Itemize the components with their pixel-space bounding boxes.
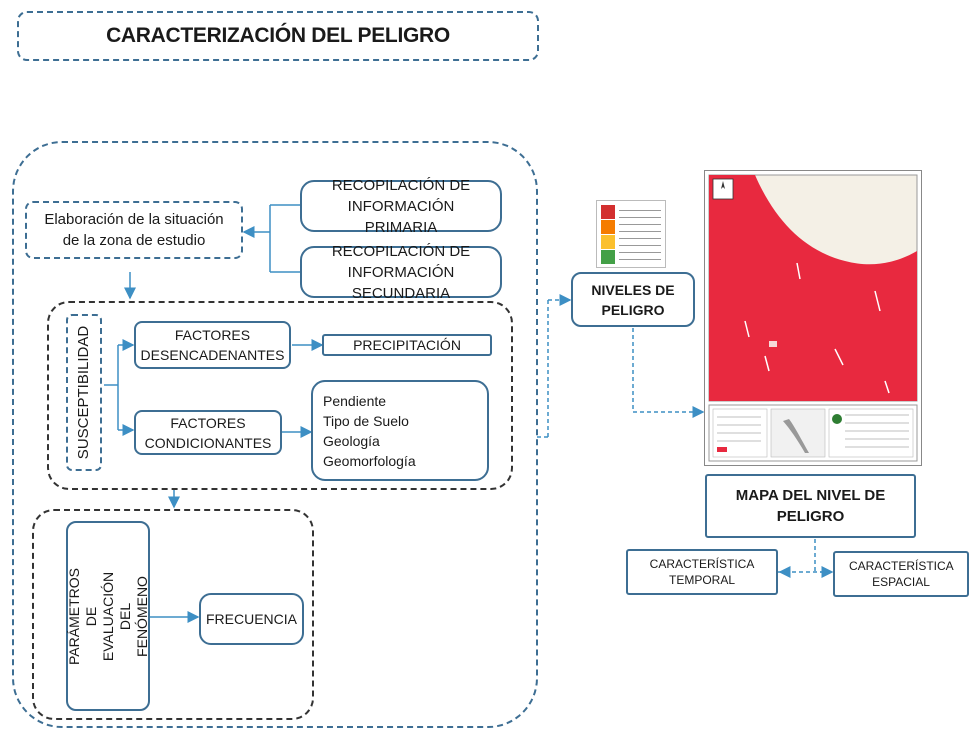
hazard-map-image [704, 170, 922, 466]
factores-desencadenantes-box: FACTORES DESENCADENANTES [134, 321, 291, 369]
susceptibilidad-text: SUSCEPTIBILIDAD [75, 325, 93, 460]
hazard-map-drawing [708, 174, 918, 462]
precipitacion-box: PRECIPITACIÓN [322, 334, 492, 356]
condicionante-geologia: Geología [323, 432, 380, 449]
parametros-evaluacion-box: PARÁMETROS DE EVALUACIÓN DEL FENÓMENO [66, 521, 150, 711]
parametros-region [32, 509, 314, 720]
condicionante-pendiente: Pendiente [323, 392, 387, 409]
caracteristica-espacial-box: CARACTERÍSTICA ESPACIAL [833, 551, 969, 597]
susceptibilidad-label: SUSCEPTIBILIDAD [66, 314, 102, 471]
condicionante-tipo-suelo: Tipo de Suelo [323, 412, 409, 429]
main-process-region [12, 141, 538, 728]
diagram-title: CARACTERIZACIÓN DEL PELIGRO [17, 11, 539, 61]
condicionantes-list-box: Pendiente Tipo de Suelo Geología Geomorf… [311, 380, 489, 481]
susceptibilidad-region [47, 301, 513, 490]
recopilacion-primaria-box: RECOPILACIÓN DE INFORMACIÓN PRIMARIA [300, 177, 502, 236]
frecuencia-box: FRECUENCIA [199, 593, 304, 645]
recopilacion-secundaria-box: RECOPILACIÓN DE INFORMACIÓN SECUNDARIA [300, 243, 502, 302]
elaboracion-situacion-box: Elaboración de la situación de la zona d… [25, 201, 243, 259]
mapa-nivel-peligro-box: MAPA DEL NIVEL DE PELIGRO [705, 474, 916, 538]
niveles-legend-thumbnail [596, 200, 666, 268]
parametros-text: PARÁMETROS DE EVALUACIÓN DEL FENÓMENO [65, 567, 150, 665]
factores-condicionantes-box: FACTORES CONDICIONANTES [134, 410, 282, 455]
condicionante-geomorfologia: Geomorfología [323, 452, 416, 469]
caracteristica-temporal-box: CARACTERÍSTICA TEMPORAL [626, 549, 778, 595]
niveles-peligro-box: NIVELES DE PELIGRO [571, 272, 695, 327]
